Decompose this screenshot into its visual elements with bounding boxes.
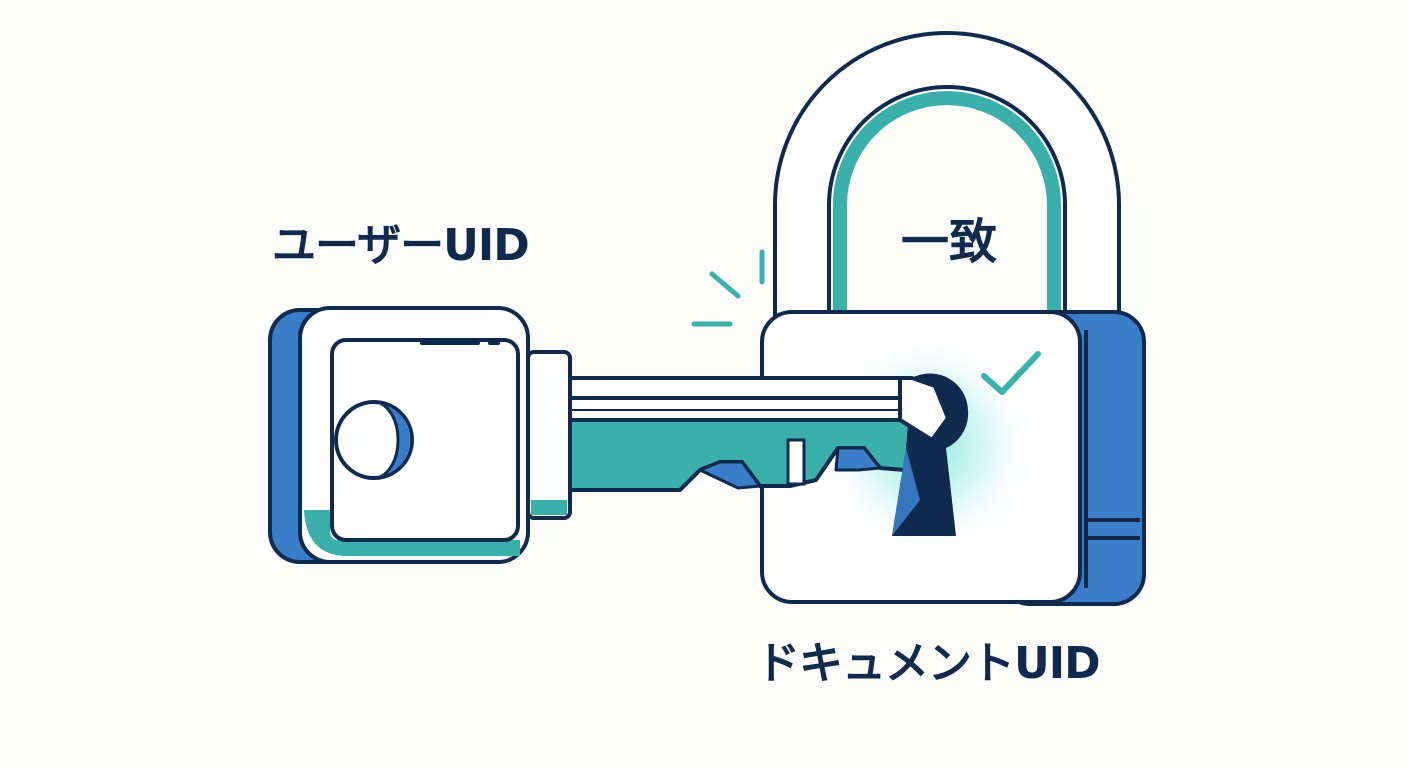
checkmark-icon	[981, 351, 1041, 395]
match-label: 一致	[900, 214, 997, 270]
key-collar	[526, 350, 572, 520]
key-bow-hole	[334, 400, 414, 480]
user-uid-label: ユーザーUID	[272, 220, 530, 271]
key-bow-panel	[330, 338, 520, 542]
spark-icon	[691, 249, 765, 327]
key-tip	[898, 376, 950, 442]
padlock-shackle	[773, 31, 1121, 320]
key-shaft	[568, 376, 952, 492]
document-uid-label: ドキュメントUID	[756, 638, 1101, 689]
key-bow-highlight	[304, 510, 520, 556]
key-icon	[268, 306, 969, 564]
